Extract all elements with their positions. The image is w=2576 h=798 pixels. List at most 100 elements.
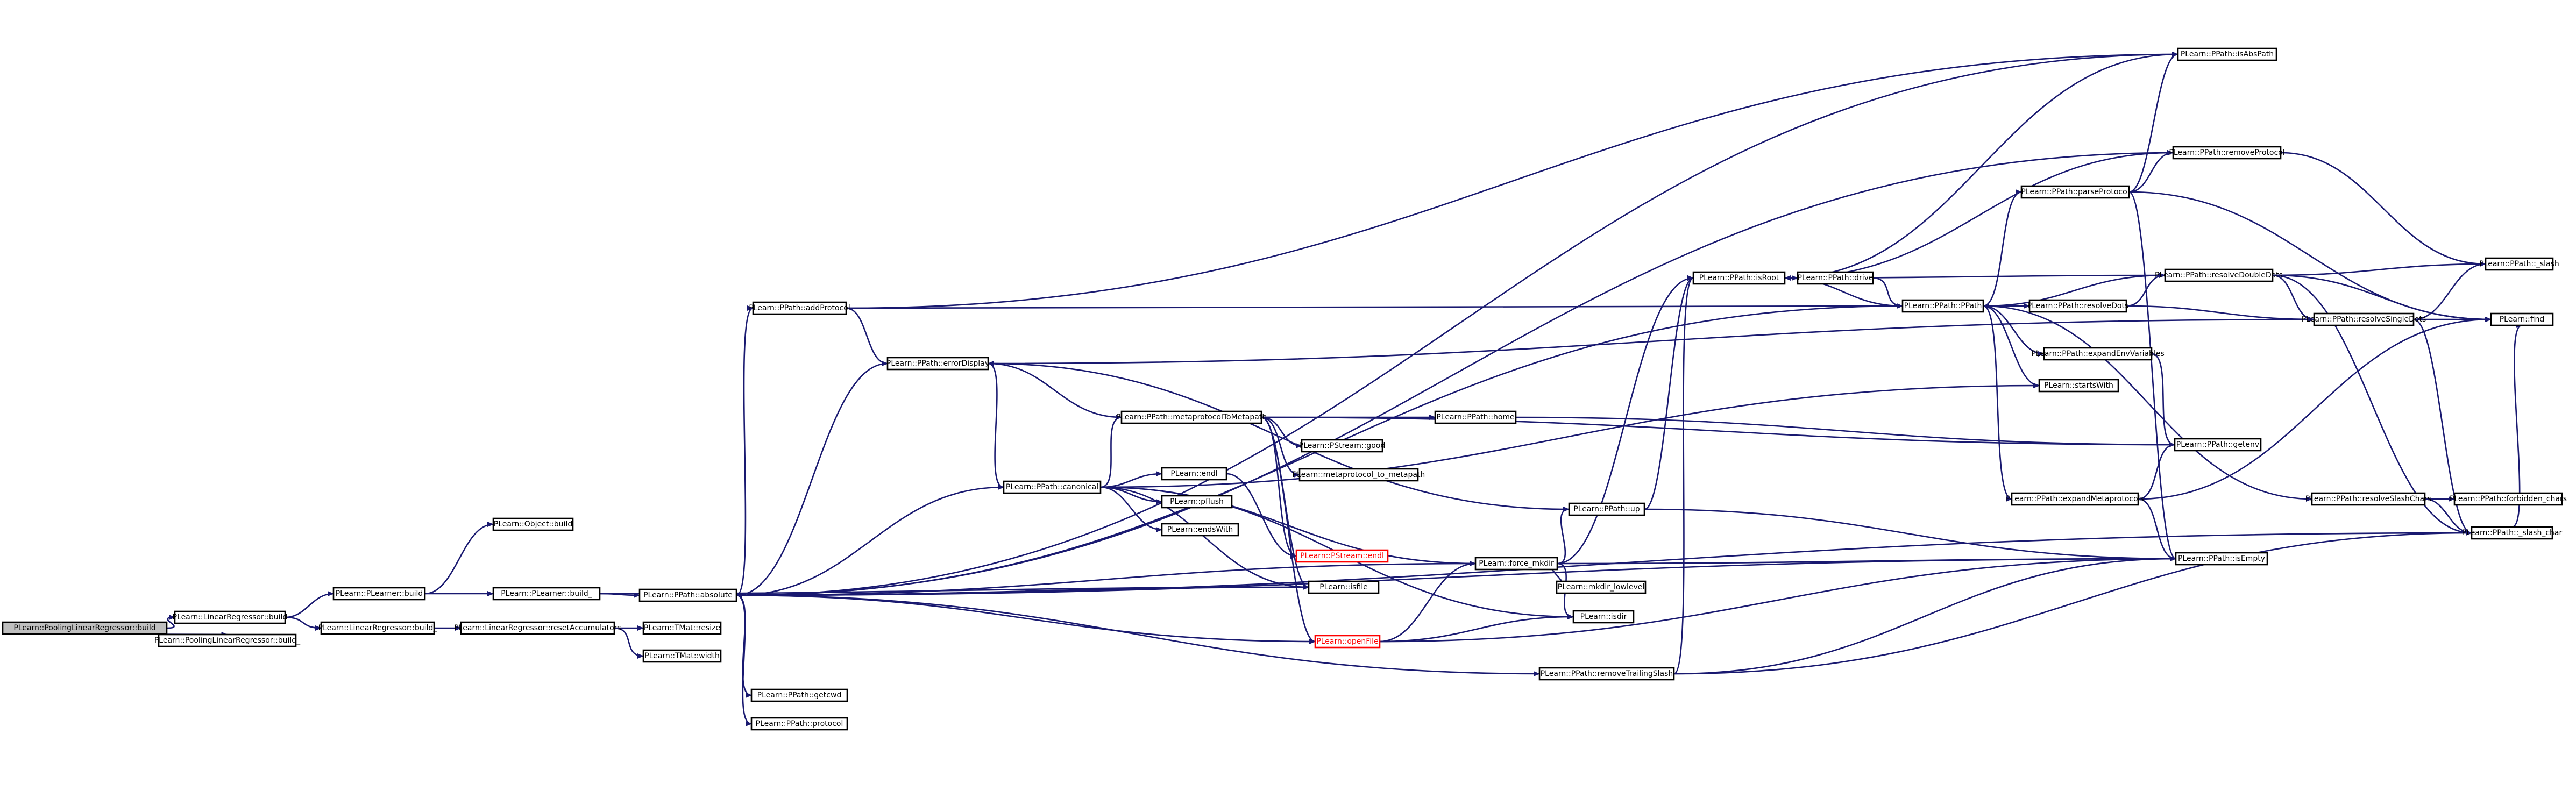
edge-ppath-to-resslash — [1983, 305, 2312, 502]
edge-lrb-to-plb — [285, 591, 334, 618]
node-m2m[interactable]: PLearn::PPath::metaprotocolToMetapath — [1116, 410, 1267, 424]
edge-drive-to-ppath — [1872, 277, 1903, 309]
node-plb[interactable]: PLearn::PLearner::build — [332, 587, 426, 601]
node-errd[interactable]: PLearn::PPath::errorDisplay — [886, 357, 989, 370]
node-home[interactable]: PLearn::PPath::home — [1434, 410, 1517, 424]
node-canon[interactable]: PLearn::PPath::canonical — [1003, 480, 1102, 494]
edge-ressd-to-slash — [2413, 261, 2486, 320]
node-label: PLearn::force_mkdir — [1479, 559, 1554, 568]
node-resdd[interactable]: PLearn::PPath::resolveDoubleDots — [2155, 268, 2283, 282]
node-up[interactable]: PLearn::PPath::up — [1568, 502, 1645, 516]
node-drive[interactable]: PLearn::PPath::drive — [1797, 271, 1874, 285]
node-label: PLearn::PStream::good — [1299, 441, 1385, 450]
node-psendl[interactable]: PLearn::PStream::endl — [1295, 549, 1389, 563]
node-box — [1314, 635, 1381, 649]
edge-canon-to-isfile — [1100, 486, 1309, 590]
node-ra[interactable]: PLearn::LinearRegressor::resetAccumulato… — [454, 621, 621, 635]
edge-canon-to-m2m — [1100, 415, 1122, 488]
node-endl[interactable]: PLearn::endl — [1161, 467, 1227, 481]
node-label: PLearn::PPath::resolveDots — [2027, 302, 2128, 310]
edge-rmp-to-slash — [2280, 152, 2486, 267]
node-isfile[interactable]: PLearn::isfile — [1308, 580, 1380, 594]
node-tresize[interactable]: PLearn::TMat::resize — [642, 621, 722, 635]
node-lrb[interactable]: PLearn::LinearRegressor::build — [173, 610, 288, 624]
node-abs[interactable]: PLearn::PPath::absolute — [638, 588, 737, 602]
edge-fmkdir-to-isempty — [1557, 556, 2176, 565]
node-isroot[interactable]: PLearn::PPath::isRoot — [1692, 271, 1786, 285]
edge-m2m-to-getenv — [1261, 416, 2175, 447]
node-box — [2038, 379, 2119, 393]
node-label: PLearn::PLearner::build — [336, 589, 423, 598]
node-box — [2164, 268, 2274, 282]
node-openf[interactable]: PLearn::openFile — [1314, 635, 1381, 649]
edge-openf-to-abs — [736, 593, 1316, 643]
node-label: PLearn::PPath::getenv — [2176, 440, 2259, 449]
node-proto[interactable]: PLearn::PPath::protocol — [750, 717, 848, 731]
node-getcwd[interactable]: PLearn::PPath::getcwd — [750, 688, 848, 702]
edge-up-to-errd — [988, 361, 1570, 510]
node-box — [2313, 312, 2415, 326]
node-endsw[interactable]: PLearn::endsWith — [1161, 523, 1239, 537]
edge-home-to-getenv — [1515, 416, 2175, 447]
node-rmts[interactable]: PLearn::PPath::removeTrailingSlash — [1538, 667, 1675, 681]
node-rmp[interactable]: PLearn::PPath::removeProtocol — [2169, 146, 2285, 160]
node-box — [2011, 492, 2139, 506]
node-parsep[interactable]: PLearn::PPath::parseProtocol — [2020, 185, 2130, 199]
node-label: PLearn::PPath::parseProtocol — [2021, 188, 2129, 196]
node-ppath[interactable]: PLearn::PPath::PPath — [1901, 299, 1984, 313]
node-plb_[interactable]: PLearn::PLearner::build_ — [492, 587, 601, 601]
node-startsw[interactable]: PLearn::startsWith — [2038, 379, 2119, 393]
node-isempty[interactable]: PLearn::PPath::isEmpty — [2175, 552, 2268, 566]
node-expenv[interactable]: PLearn::PPath::expandEnvVariables — [2031, 347, 2165, 361]
node-box — [2028, 299, 2127, 313]
edge-openf-to-isempty — [1379, 556, 2176, 643]
node-resd[interactable]: PLearn::PPath::resolveDots — [2027, 299, 2128, 313]
node-label: PLearn::PPath::resolveSlashChars — [2305, 495, 2431, 503]
edge-expenv-to-getenv — [2151, 353, 2175, 447]
node-lrb_[interactable]: PLearn::LinearRegressor::build_ — [318, 621, 438, 635]
edge-canon-to-startsw — [1100, 383, 2040, 488]
node-isabs[interactable]: PLearn::PPath::isAbsPath — [2177, 47, 2277, 61]
node-box — [1901, 299, 1984, 313]
edge-abs-to-addp — [736, 305, 754, 596]
node-find[interactable]: PLearn::find — [2490, 312, 2554, 326]
edge-ppath-to-expenv — [1983, 305, 2045, 357]
node-slashc[interactable]: PLearn::PPath::_slash_char — [2462, 526, 2563, 540]
node-label: PLearn::PPath::removeTrailingSlash — [1541, 669, 1673, 678]
node-box — [642, 649, 722, 663]
edge-m2m-to-mp2mp — [1261, 416, 1300, 478]
node-box — [2043, 347, 2153, 361]
edge-endl-to-psendl — [1226, 473, 1297, 559]
node-resslash[interactable]: PLearn::PPath::resolveSlashChars — [2305, 492, 2431, 506]
node-slash[interactable]: PLearn::PPath::_slash — [2479, 257, 2559, 271]
node-addp[interactable]: PLearn::PPath::addProtocol — [749, 301, 850, 315]
node-twidth[interactable]: PLearn::TMat::width — [642, 649, 722, 663]
node-ressd[interactable]: PLearn::PPath::resolveSingleDots — [2302, 312, 2426, 326]
node-root[interactable]: PLearn::PoolingLinearRegressor::build — [2, 621, 168, 635]
node-getenv[interactable]: PLearn::PPath::getenv — [2174, 438, 2262, 452]
edge-canon-to-endsw — [1100, 486, 1162, 532]
node-label: PLearn::Object::build — [494, 520, 572, 529]
node-label: PLearn::startsWith — [2044, 381, 2113, 390]
node-label: PLearn::endsWith — [1167, 525, 1233, 534]
node-box — [1434, 410, 1517, 424]
node-pflush[interactable]: PLearn::pflush — [1161, 495, 1233, 509]
edge-abs-to-isabs — [736, 52, 2178, 596]
node-mp2mp[interactable]: PLearn::metaprotocol_to_metapath — [1293, 468, 1425, 482]
edge-lrb-to-lrb_ — [285, 616, 322, 631]
node-psgood[interactable]: PLearn::PStream::good — [1299, 439, 1385, 453]
node-plrb_[interactable]: PLearn::PoolingLinearRegressor::build_ — [154, 633, 301, 647]
node-ob[interactable]: PLearn::Object::build — [492, 517, 574, 531]
node-box — [2020, 185, 2130, 199]
node-label: PLearn::TMat::width — [644, 652, 720, 660]
node-box — [2453, 492, 2563, 506]
node-box — [1301, 439, 1383, 453]
node-fmkdir[interactable]: PLearn::force_mkdir — [1474, 557, 1558, 571]
node-box — [1003, 480, 1102, 494]
node-expmp[interactable]: PLearn::PPath::expandMetaprotocols — [2006, 492, 2144, 506]
edge-resd-to-ressd — [2126, 305, 2315, 322]
node-forbid[interactable]: PLearn::PPath::forbidden_chars — [2450, 492, 2567, 506]
node-isdir[interactable]: PLearn::isdir — [1572, 610, 1635, 624]
node-mkdirl[interactable]: PLearn::mkdir_lowlevel — [1556, 580, 1647, 594]
node-label: PLearn::mkdir_lowlevel — [1558, 583, 1644, 592]
